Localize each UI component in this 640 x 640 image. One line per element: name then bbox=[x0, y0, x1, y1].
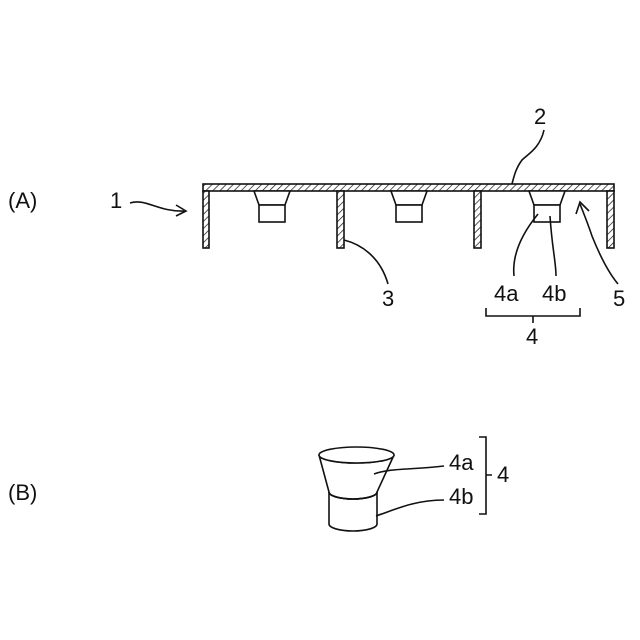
cup-base-section-4b bbox=[534, 205, 560, 222]
cup-top-section-4a bbox=[254, 191, 290, 205]
label-part-4a: 4a bbox=[449, 450, 474, 475]
cup-component-2 bbox=[391, 191, 427, 222]
leader-arrow-frame bbox=[130, 202, 184, 211]
label-opening: 5 bbox=[613, 286, 625, 311]
panel-b-label: (B) bbox=[8, 480, 37, 505]
cup-component-1 bbox=[254, 191, 290, 222]
leader-line-top-plate bbox=[512, 130, 544, 184]
label-assembly: 4 bbox=[526, 324, 538, 349]
cup-rim bbox=[319, 447, 394, 463]
cup-base-section-4b bbox=[396, 205, 422, 222]
label-part-4b: 4b bbox=[449, 484, 473, 509]
right-side-wall bbox=[607, 191, 614, 248]
label-top-plate: 2 bbox=[534, 104, 546, 129]
label-frame: 1 bbox=[110, 188, 122, 213]
panel-b: (B) 4a 4b 4 bbox=[8, 437, 509, 531]
partition-wall-1 bbox=[337, 191, 344, 248]
cup-top-section-4a bbox=[391, 191, 427, 205]
cup-component-enlarged bbox=[319, 447, 394, 531]
cup-base-section-4b bbox=[259, 205, 285, 222]
label-partition: 3 bbox=[382, 286, 394, 311]
leader-line-partition bbox=[344, 240, 388, 284]
partition-wall-2 bbox=[474, 191, 481, 248]
label-part-4a: 4a bbox=[494, 281, 519, 306]
left-side-wall bbox=[203, 191, 209, 248]
leader-line-4b bbox=[376, 500, 444, 516]
brace-assembly bbox=[486, 308, 580, 323]
brace-assembly bbox=[479, 437, 492, 514]
leader-line-4b bbox=[550, 216, 556, 276]
label-part-4b: 4b bbox=[542, 281, 566, 306]
leader-line-4a bbox=[514, 214, 538, 276]
panel-a-label: (A) bbox=[8, 188, 37, 213]
panel-a: (A) 1 2 3 4a bbox=[8, 104, 625, 349]
top-plate bbox=[203, 184, 614, 191]
label-assembly: 4 bbox=[497, 462, 509, 487]
cup-top-section-4a bbox=[529, 191, 565, 205]
